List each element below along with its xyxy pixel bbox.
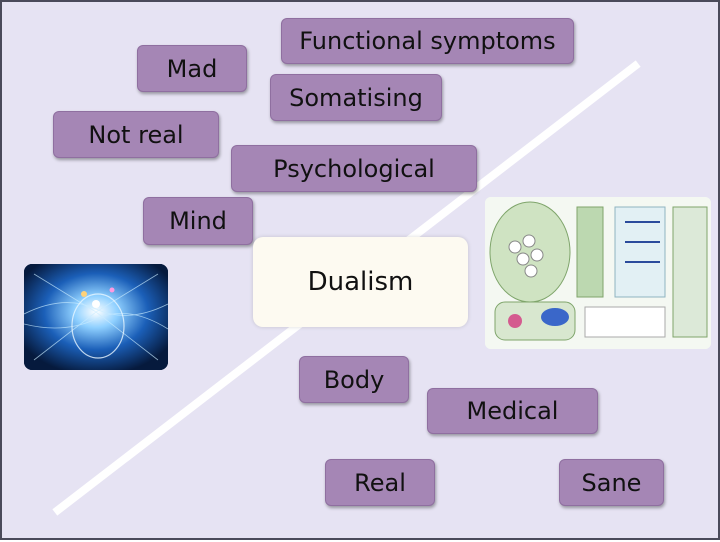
not-real-box: Not real — [53, 111, 219, 158]
body-box: Body — [299, 356, 409, 403]
real-label: Real — [354, 468, 406, 497]
synapse-image — [485, 197, 711, 349]
functional-symptoms-box: Functional symptoms — [281, 18, 574, 64]
functional-symptoms-label: Functional symptoms — [299, 27, 556, 55]
sane-box: Sane — [559, 459, 664, 506]
medical-label: Medical — [466, 397, 559, 425]
dualism-label: Dualism — [307, 267, 414, 297]
psychological-box: Psychological — [231, 145, 477, 192]
mind-box: Mind — [143, 197, 253, 245]
somatising-label: Somatising — [289, 83, 423, 112]
dualism-box: Dualism — [253, 237, 468, 327]
psychological-label: Psychological — [273, 154, 435, 183]
mad-box: Mad — [137, 45, 247, 92]
real-box: Real — [325, 459, 435, 506]
somatising-box: Somatising — [270, 74, 442, 121]
brain-image — [24, 264, 168, 370]
mind-label: Mind — [169, 207, 227, 235]
body-label: Body — [323, 365, 385, 394]
mad-label: Mad — [166, 54, 218, 83]
not-real-label: Not real — [88, 120, 184, 149]
medical-box: Medical — [427, 388, 598, 434]
sane-label: Sane — [581, 468, 642, 497]
